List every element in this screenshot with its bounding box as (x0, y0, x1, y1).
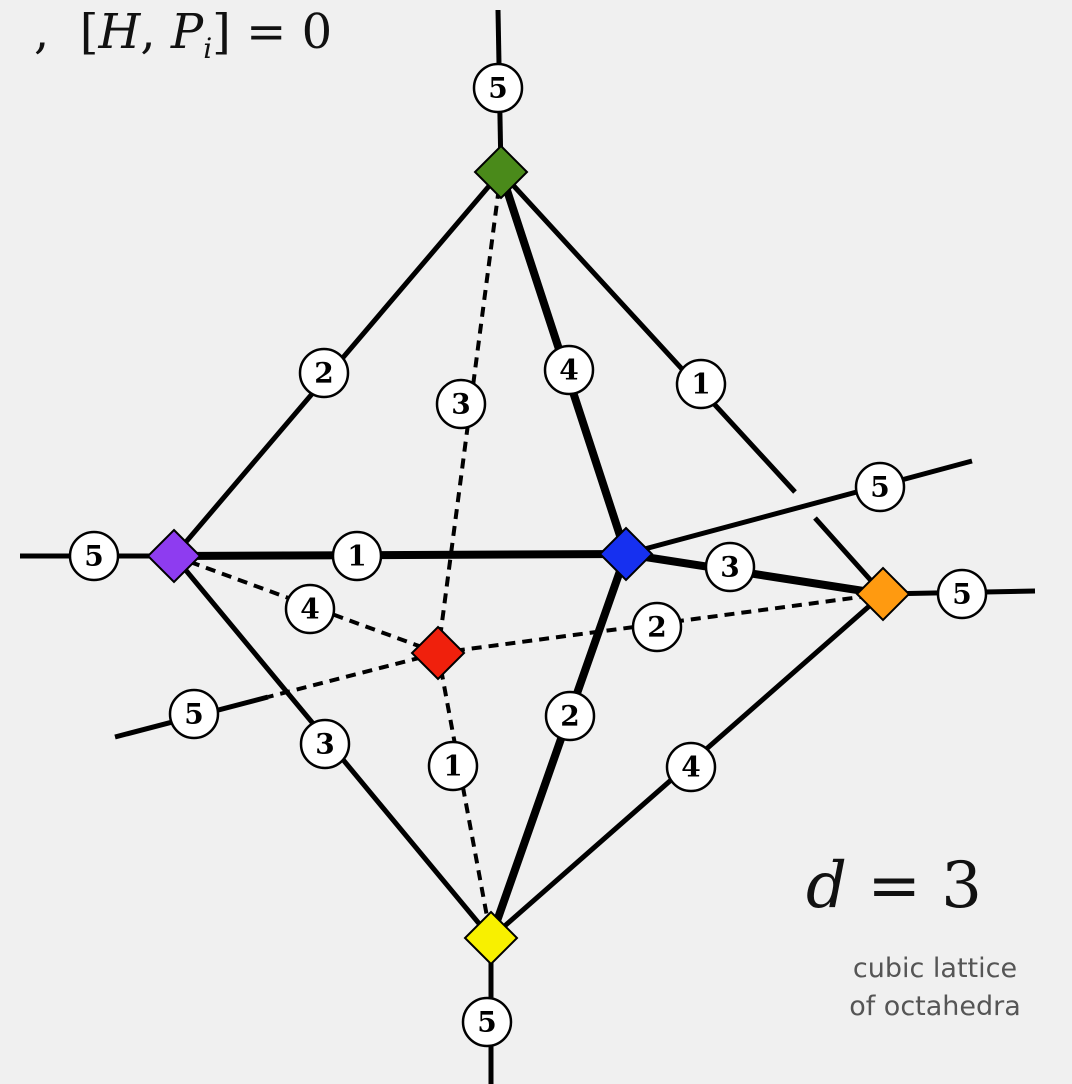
dimension-value: = 3 (846, 849, 982, 923)
edge-label: 1 (675, 358, 727, 410)
red-vertex (410, 625, 466, 681)
formula-hamiltonian: H (98, 4, 141, 60)
svg-text:2: 2 (560, 700, 579, 733)
edge-label: 2 (544, 690, 596, 742)
svg-text:3: 3 (451, 388, 470, 421)
svg-text:1: 1 (443, 750, 462, 783)
svg-text:5: 5 (84, 540, 103, 573)
edge-labels: 5 2 3 4 1 5 5 1 3 5 4 2 5 3 1 2 4 5 (68, 62, 988, 1048)
edge-label: 5 (68, 530, 120, 582)
orange-vertex (855, 566, 911, 622)
svg-text:4: 4 (559, 354, 578, 387)
edge-label: 5 (168, 688, 220, 740)
yellow-vertex (463, 910, 519, 966)
svg-text:4: 4 (681, 751, 700, 784)
formula-left-bracket: [ (79, 4, 99, 60)
edge-label: 3 (299, 718, 351, 770)
edge-label: 2 (298, 347, 350, 399)
svg-text:4: 4 (300, 593, 319, 626)
edge-label: 5 (936, 568, 988, 620)
svg-text:5: 5 (952, 578, 971, 611)
edge-label: 5 (461, 996, 513, 1048)
visible-edges (172, 170, 885, 940)
vertices (146, 144, 911, 966)
edge-label: 4 (665, 741, 717, 793)
edge-label: 2 (631, 601, 683, 653)
edge-label: 3 (435, 378, 487, 430)
edge-label: 5 (854, 461, 906, 513)
svg-text:5: 5 (870, 471, 889, 504)
edge-label: 3 (704, 541, 756, 593)
edge-label: 4 (543, 344, 595, 396)
svg-text:5: 5 (477, 1006, 496, 1039)
green-vertex (473, 144, 529, 200)
formula-subscript: i (203, 32, 213, 65)
dimension-label: d = 3 (806, 846, 982, 926)
svg-text:5: 5 (184, 698, 203, 731)
formula-momentum: P (170, 4, 204, 60)
lattice-caption: cubic lattice of octahedra (804, 950, 1066, 1026)
edge-label: 4 (284, 583, 336, 635)
caption-line-2: of octahedra (849, 991, 1021, 1022)
svg-text:2: 2 (647, 611, 666, 644)
commutator-formula: , [H, Pi] = 0 (34, 0, 332, 81)
svg-text:2: 2 (314, 357, 333, 390)
formula-comma: , (34, 4, 50, 60)
blue-vertex (598, 526, 654, 582)
svg-text:3: 3 (315, 728, 334, 761)
edge-label: 1 (427, 740, 479, 792)
svg-text:3: 3 (720, 551, 739, 584)
caption-line-1: cubic lattice (852, 953, 1018, 984)
dimension-variable: d (806, 849, 847, 923)
svg-text:1: 1 (347, 540, 366, 573)
formula-separator: , (140, 4, 156, 60)
svg-text:5: 5 (488, 72, 507, 105)
edge-label: 5 (472, 62, 524, 114)
purple-vertex (146, 528, 202, 584)
edge-label: 1 (331, 530, 383, 582)
formula-rhs: ] = 0 (212, 4, 333, 60)
svg-text:1: 1 (691, 368, 710, 401)
